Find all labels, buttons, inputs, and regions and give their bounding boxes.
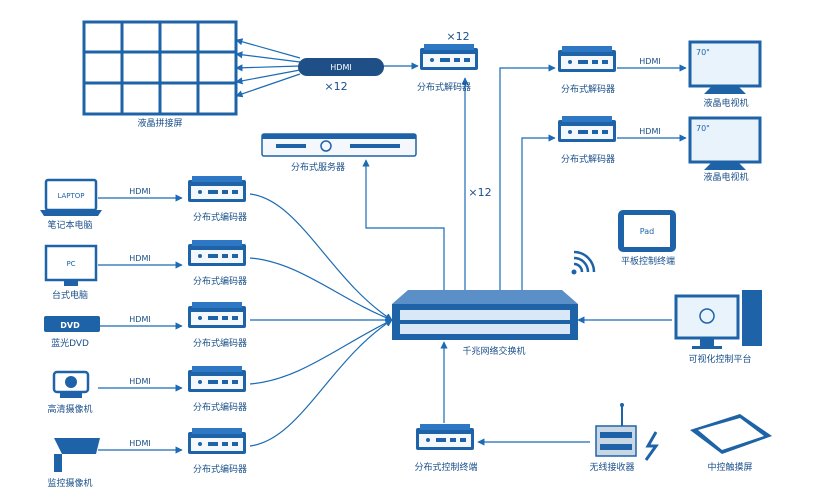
decoder-right-2: 分布式解码器 (558, 116, 616, 165)
video-wall-icon (82, 20, 238, 116)
hdmi-cable-label: HDMI (330, 63, 351, 72)
hdmi-cable-count: ×12 (324, 80, 347, 93)
encoder-icon (188, 302, 246, 328)
connections (98, 38, 687, 454)
decoder-top: ×12 分布式解码器 (417, 30, 478, 93)
lightning-icon (644, 431, 659, 461)
tablet: Pad 平板控制终端 (618, 210, 676, 267)
source-hd-camera: 高清摄像机 (47, 370, 93, 415)
tv-2-label: 液晶电视机 (703, 171, 748, 183)
video-wall: 液晶拼接屏 (82, 20, 238, 129)
source-surveillance-camera: 监控摄像机 (47, 438, 100, 489)
pad-screen-text: Pad (640, 227, 654, 236)
wireless-receiver-icon (595, 403, 637, 457)
decoder-top-label: 分布式解码器 (417, 81, 471, 93)
wireless-receiver-label: 无线接收器 (589, 461, 634, 473)
hdmi-cable-bundle: HDMI ×12 (298, 58, 384, 93)
dvd-player-icon (44, 316, 100, 332)
camera-hdmi-label: HDMI (129, 377, 150, 386)
touch-screen: 中控触摸屏 (690, 414, 772, 473)
decoder-top-count: ×12 (446, 30, 469, 43)
encoder-icon (188, 366, 246, 392)
hdmi-cable-icon (298, 58, 384, 76)
hd-camera-label: 高清摄像机 (47, 403, 92, 415)
source-pc: PC 台式电脑 (44, 244, 98, 301)
laptop-icon (40, 178, 102, 216)
tv-2-size: 70" (696, 124, 710, 133)
tv-icon (688, 40, 762, 94)
hd-camera-icon (52, 370, 90, 398)
encoder-4: 分布式编码器 (188, 366, 247, 413)
encoder-icon (188, 240, 246, 266)
surveillance-hdmi-label: HDMI (129, 439, 150, 448)
decoder-icon (558, 116, 616, 142)
laptop-label: 笔记本电脑 (47, 219, 92, 231)
encoder-2: 分布式编码器 (188, 240, 247, 287)
encoder-5: 分布式编码器 (188, 428, 247, 475)
encoder-4-label: 分布式编码器 (193, 401, 247, 413)
dvd-screen-text: DVD (60, 321, 80, 330)
video-wall-label: 液晶拼接屏 (137, 117, 182, 129)
encoder-1-label: 分布式编码器 (193, 211, 247, 223)
tv-2: 70" 液晶电视机 (688, 116, 762, 183)
source-laptop: LAPTOP 笔记本电脑 (40, 178, 102, 231)
decoder-right-2-label: 分布式解码器 (561, 153, 615, 165)
touch-screen-label: 中控触摸屏 (707, 461, 752, 473)
touch-panel-icon (690, 414, 772, 454)
control-terminal-label: 分布式控制终端 (414, 461, 477, 473)
encoder-3-label: 分布式编码器 (193, 337, 247, 349)
dvd-label: 蓝光DVD (51, 337, 89, 349)
visual-control-platform: 可视化控制平台 (674, 290, 762, 365)
desktop-monitor-icon (674, 290, 762, 349)
source-dvd: DVD 蓝光DVD (44, 316, 100, 349)
control-terminal: 分布式控制终端 (414, 424, 478, 473)
decoder-right-1: 分布式解码器 (558, 46, 616, 95)
switch-icon (392, 290, 578, 340)
encoder-5-label: 分布式编码器 (193, 463, 247, 475)
laptop-hdmi-label: HDMI (129, 187, 150, 196)
switch-to-decoder-count: ×12 (468, 186, 491, 199)
encoder-icon (188, 176, 246, 202)
pc-label: 台式电脑 (52, 289, 88, 301)
network-switch: 千兆网络交换机 (392, 290, 578, 357)
wireless-receiver: 无线接收器 (589, 403, 637, 473)
tv-icon (688, 116, 762, 170)
decoder-icon (420, 44, 478, 70)
server-label: 分布式服务器 (291, 161, 345, 173)
switch-label: 千兆网络交换机 (462, 345, 525, 357)
surveillance-label: 监控摄像机 (47, 477, 92, 489)
encoder-2-label: 分布式编码器 (193, 275, 247, 287)
server-icon (261, 133, 417, 157)
pc-monitor-icon (44, 244, 98, 286)
encoder-1: 分布式编码器 (188, 176, 247, 223)
tablet-icon (618, 210, 676, 252)
wifi-icon (571, 250, 596, 275)
pc-hdmi-label: HDMI (129, 254, 150, 263)
tv-1-size: 70" (696, 48, 710, 57)
pad-label: 平板控制终端 (621, 255, 675, 267)
encoder-icon (188, 428, 246, 454)
encoder-3: 分布式编码器 (188, 302, 247, 349)
tv-1-label: 液晶电视机 (703, 97, 748, 109)
tv-1: 70" 液晶电视机 (688, 40, 762, 109)
tv2-hdmi-label: HDMI (639, 127, 660, 136)
tv1-hdmi-label: HDMI (639, 57, 660, 66)
decoder-right-1-label: 分布式解码器 (561, 83, 615, 95)
surveillance-camera-icon (54, 438, 100, 472)
laptop-screen-text: LAPTOP (57, 192, 84, 200)
dvd-hdmi-label: HDMI (129, 315, 150, 324)
control-terminal-icon (416, 424, 474, 450)
distributed-server: 分布式服务器 (261, 133, 417, 173)
visual-platform-label: 可视化控制平台 (688, 353, 751, 365)
pc-screen-text: PC (66, 260, 75, 268)
decoder-icon (558, 46, 616, 72)
